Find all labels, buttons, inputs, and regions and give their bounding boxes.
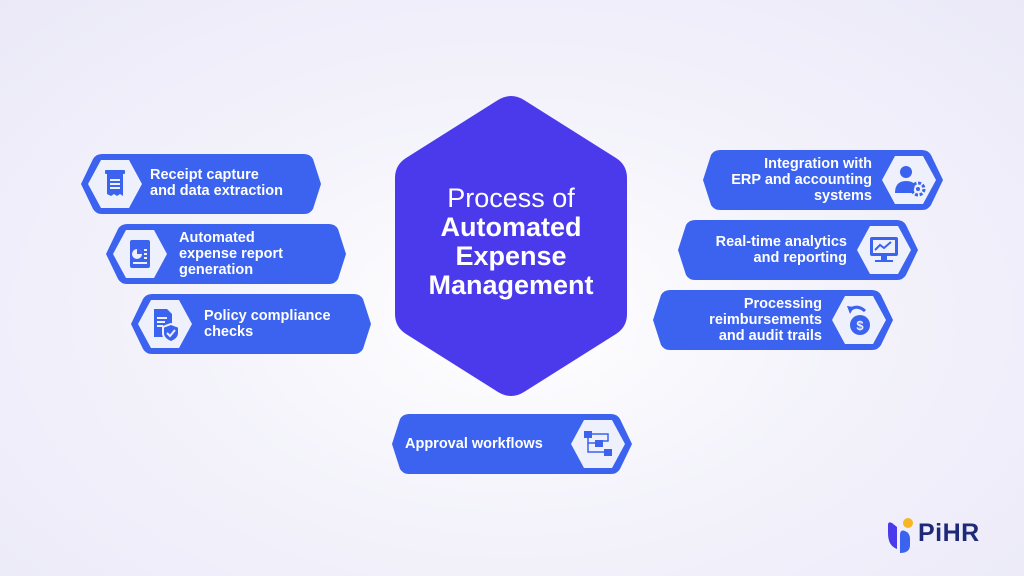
diagram-title: Process of Automated Expense Management bbox=[428, 183, 594, 300]
svg-text:$: $ bbox=[856, 318, 864, 333]
step-approval-workflows: Approval workflows bbox=[391, 413, 633, 475]
policy-shield-check-icon bbox=[137, 299, 193, 349]
monitor-chart-icon bbox=[856, 225, 912, 275]
user-gear-icon bbox=[881, 155, 937, 205]
workflow-icon bbox=[570, 419, 626, 469]
step-real-time-analytics: Real-time analytics and reporting bbox=[677, 219, 919, 281]
receipt-icon bbox=[87, 159, 143, 209]
pihr-logo: PiHR bbox=[886, 515, 979, 555]
logo-text: PiHR bbox=[918, 519, 980, 547]
center-hexagon: Process of Automated Expense Management bbox=[394, 96, 628, 396]
report-document-icon bbox=[112, 229, 168, 279]
money-refund-icon: $ bbox=[831, 295, 887, 345]
step-erp-integration: Integration with ERP and accounting syst… bbox=[702, 149, 944, 211]
step-reimbursements-audit-trails: $ Processing reimbursements and audit tr… bbox=[652, 289, 894, 351]
pihr-logo-icon bbox=[888, 518, 913, 553]
step-expense-report-generation: Automated expense report generation bbox=[105, 223, 347, 285]
step-policy-compliance-checks: Policy compliance checks bbox=[130, 293, 372, 355]
step-receipt-capture: Receipt capture and data extraction bbox=[80, 153, 322, 215]
